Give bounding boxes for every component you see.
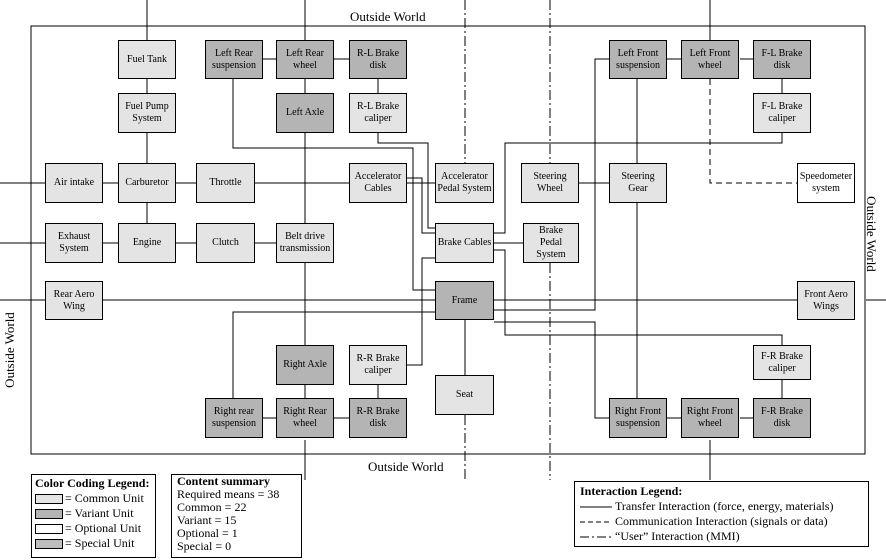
unit-fl-brake-caliper: F-L Brake caliper <box>753 93 811 133</box>
unit-exhaust: Exhaust System <box>45 223 103 263</box>
unit-brake-cables: Brake Cables <box>435 223 494 263</box>
unit-right-rear-wheel: Right Rear wheel <box>276 398 334 438</box>
swatch-special <box>35 539 63 550</box>
unit-fuel-pump: Fuel Pump System <box>118 93 176 133</box>
unit-left-front-suspension: Left Front suspension <box>609 40 667 79</box>
legend-user: “User” Interaction (MMI) <box>580 529 863 544</box>
transfer-line-glyph <box>580 506 612 508</box>
speedometer-signal-line <box>709 79 797 184</box>
communication-line-glyph <box>580 521 612 523</box>
legend-variant: = Variant Unit <box>35 506 152 521</box>
unit-left-axle: Left Axle <box>276 93 334 133</box>
unit-right-axle: Right Axle <box>276 345 334 385</box>
unit-fr-brake-caliper: F-R Brake caliper <box>753 345 811 380</box>
unit-fr-brake-disk: F-R Brake disk <box>753 398 811 438</box>
swatch-optional <box>35 524 63 535</box>
legend-optional: = Optional Unit <box>35 521 152 536</box>
unit-left-rear-suspension: Left Rear suspension <box>205 40 263 79</box>
summary-common: Common = 22 <box>177 500 247 514</box>
swatch-common <box>35 494 63 505</box>
unit-fl-brake-disk: F-L Brake disk <box>753 40 811 79</box>
unit-right-rear-suspension: Right rear suspension <box>205 398 263 438</box>
legend-user-label: “User” Interaction (MMI) <box>615 529 740 543</box>
legend-transfer: Transfer Interaction (force, energy, mat… <box>580 499 863 514</box>
unit-frame: Frame <box>435 281 494 320</box>
summary-required: Required means = 38 <box>177 487 280 501</box>
unit-steering-wheel: Steering Wheel <box>521 163 579 203</box>
unit-carburetor: Carburetor <box>118 163 176 203</box>
legend-common-label: = Common Unit <box>65 491 144 505</box>
unit-fuel-tank: Fuel Tank <box>118 40 176 79</box>
summary-special: Special = 0 <box>177 539 232 553</box>
swatch-variant <box>35 509 63 520</box>
unit-steering-gear: Steering Gear <box>609 163 667 203</box>
legend-variant-label: = Variant Unit <box>65 506 134 520</box>
unit-left-front-wheel: Left Front wheel <box>681 40 739 79</box>
outside-world-right: Outside World <box>863 196 879 272</box>
legend-communication-label: Communication Interaction (signals or da… <box>615 514 828 528</box>
color-coding-legend: Color Coding Legend: = Common Unit = Var… <box>31 474 156 558</box>
legend-transfer-label: Transfer Interaction (force, energy, mat… <box>615 499 834 513</box>
interaction-legend: Interaction Legend: Transfer Interaction… <box>574 481 869 547</box>
unit-engine: Engine <box>118 223 176 263</box>
summary-variant: Variant = 15 <box>177 513 237 527</box>
outside-world-bottom: Outside World <box>368 459 444 474</box>
unit-air-intake: Air intake <box>45 163 103 203</box>
color-legend-title: Color Coding Legend: <box>35 476 150 490</box>
unit-right-front-suspension: Right Front suspension <box>609 398 667 438</box>
user-line-glyph <box>580 536 612 538</box>
legend-optional-label: = Optional Unit <box>65 521 142 535</box>
unit-speedometer: Speedometer system <box>797 163 855 203</box>
unit-front-aero: Front Aero Wings <box>797 281 855 320</box>
unit-right-front-wheel: Right Front wheel <box>681 398 739 438</box>
legend-special-label: = Special Unit <box>65 536 135 550</box>
unit-seat: Seat <box>435 375 494 415</box>
unit-rr-brake-disk: R-R Brake disk <box>349 398 407 438</box>
outside-world-left: Outside World <box>1 312 17 388</box>
outside-world-top: Outside World <box>350 9 426 24</box>
unit-brake-pedal: Brake Pedal System <box>523 223 579 263</box>
legend-communication: Communication Interaction (signals or da… <box>580 514 863 529</box>
summary-optional: Optional = 1 <box>177 526 238 540</box>
legend-common: = Common Unit <box>35 491 152 506</box>
unit-belt-drive: Belt drive transmission <box>276 223 334 263</box>
content-summary: Content summary Required means = 38 Comm… <box>171 474 302 558</box>
unit-throttle: Throttle <box>196 163 255 203</box>
unit-rl-brake-caliper: R-L Brake caliper <box>349 93 407 133</box>
unit-rl-brake-disk: R-L Brake disk <box>349 40 407 79</box>
content-summary-title: Content summary <box>177 474 270 488</box>
unit-rear-aero: Rear Aero Wing <box>45 281 103 320</box>
unit-accelerator-pedal: Accelerator Pedal System <box>435 163 494 203</box>
legend-special: = Special Unit <box>35 536 152 551</box>
unit-rr-brake-caliper: R-R Brake caliper <box>349 345 407 385</box>
system-boundary <box>30 25 866 455</box>
interaction-legend-title: Interaction Legend: <box>580 484 683 498</box>
unit-left-rear-wheel: Left Rear wheel <box>276 40 334 79</box>
unit-accelerator-cables: Accelerator Cables <box>349 163 407 203</box>
unit-clutch: Clutch <box>196 223 255 263</box>
